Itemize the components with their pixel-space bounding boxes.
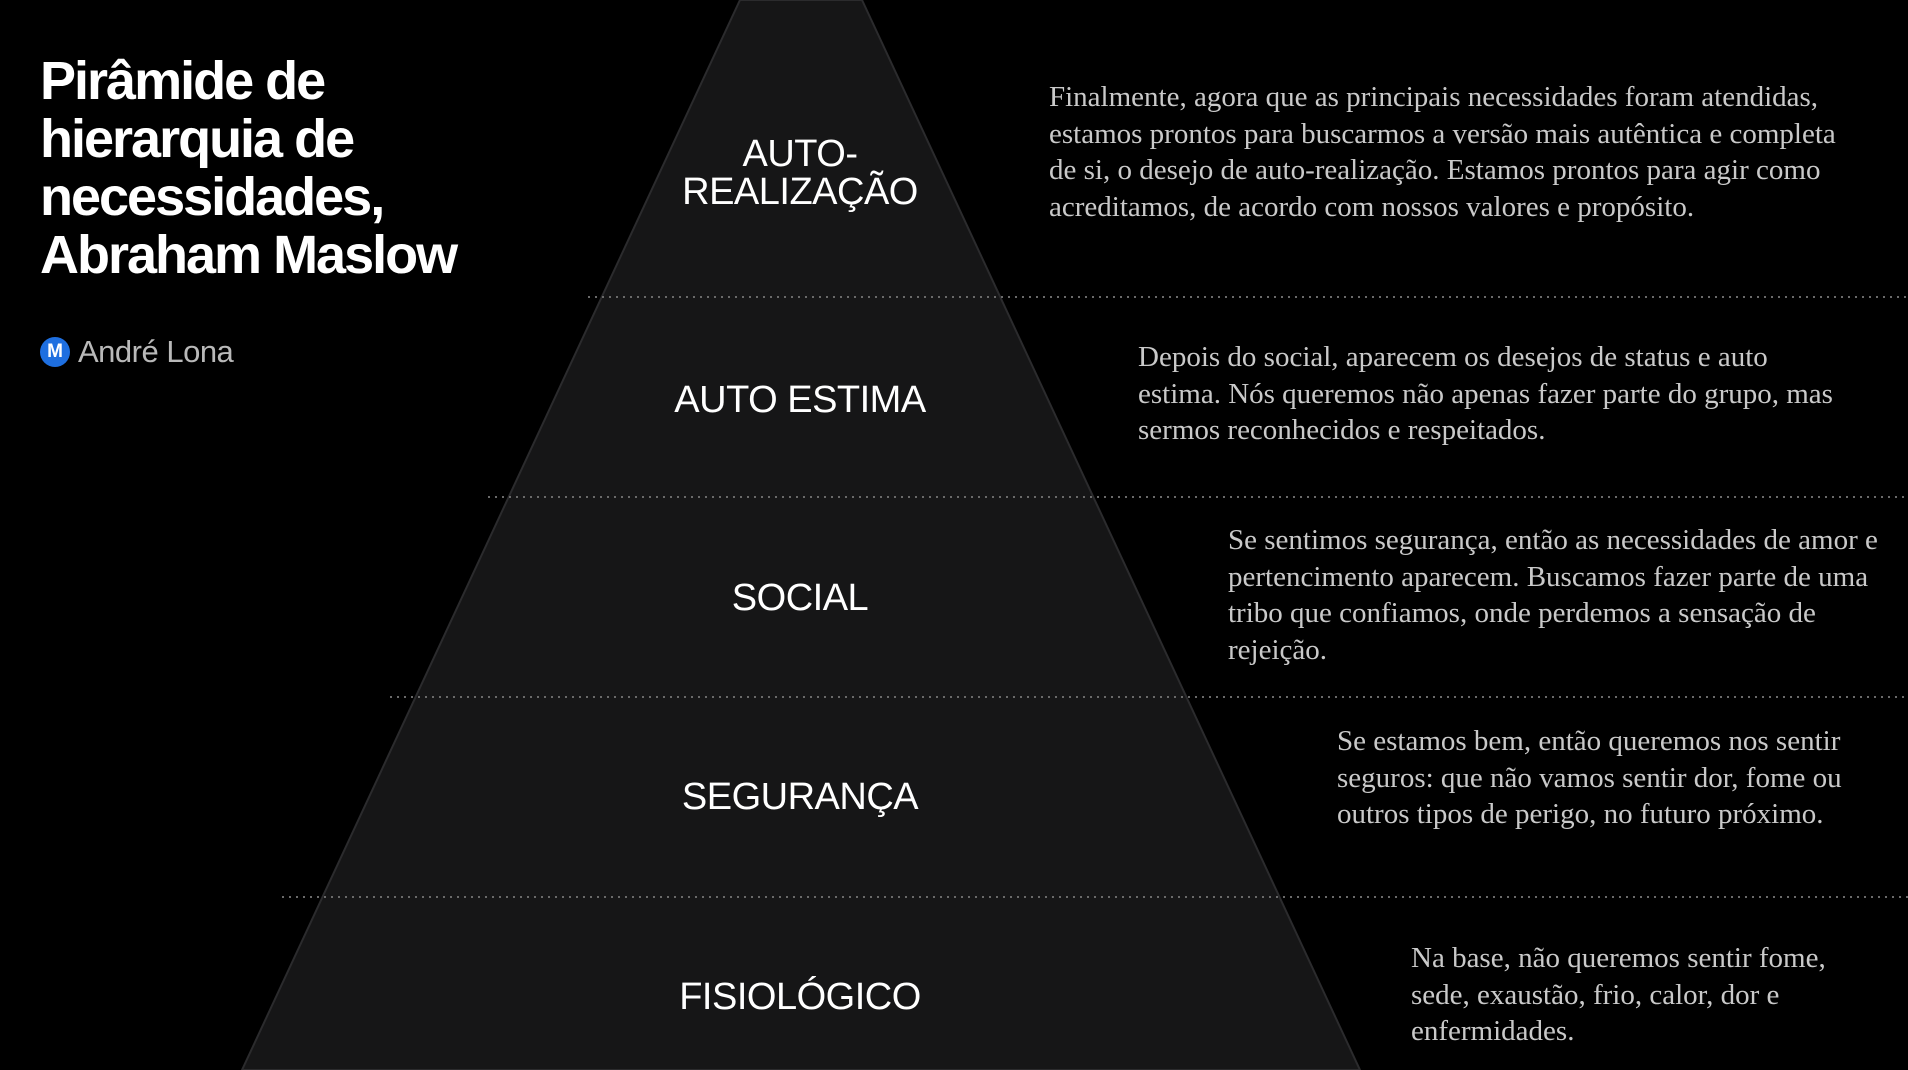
level-label-social: SOCIAL <box>731 577 869 619</box>
level-label-physiological: FISIOLÓGICO <box>679 976 921 1018</box>
page-title: Pirâmide de hierarquia de necessidades, … <box>40 51 458 285</box>
level-label-safety: SEGURANÇA <box>681 776 919 818</box>
level-description-esteem: Depois do social, aparecem os desejos de… <box>1138 341 1833 446</box>
author-name: André Lona <box>78 334 234 369</box>
pyramid-shape <box>240 0 1362 1070</box>
level-description-self-actualization: Finalmente, agora que as principais nece… <box>1049 81 1836 223</box>
author-logo-icon: M <box>40 337 70 367</box>
level-description-social: Se sentimos segurança, então as necessid… <box>1228 524 1878 666</box>
level-description-safety: Se estamos bem, então queremos nos senti… <box>1337 725 1842 830</box>
level-label-self-actualization: AUTO- REALIZAÇÃO <box>682 133 918 213</box>
level-label-esteem: AUTO ESTIMA <box>674 379 926 421</box>
level-description-physiological: Na base, não queremos sentir fome, sede,… <box>1411 942 1826 1047</box>
author-credit: M André Lona <box>40 334 234 370</box>
